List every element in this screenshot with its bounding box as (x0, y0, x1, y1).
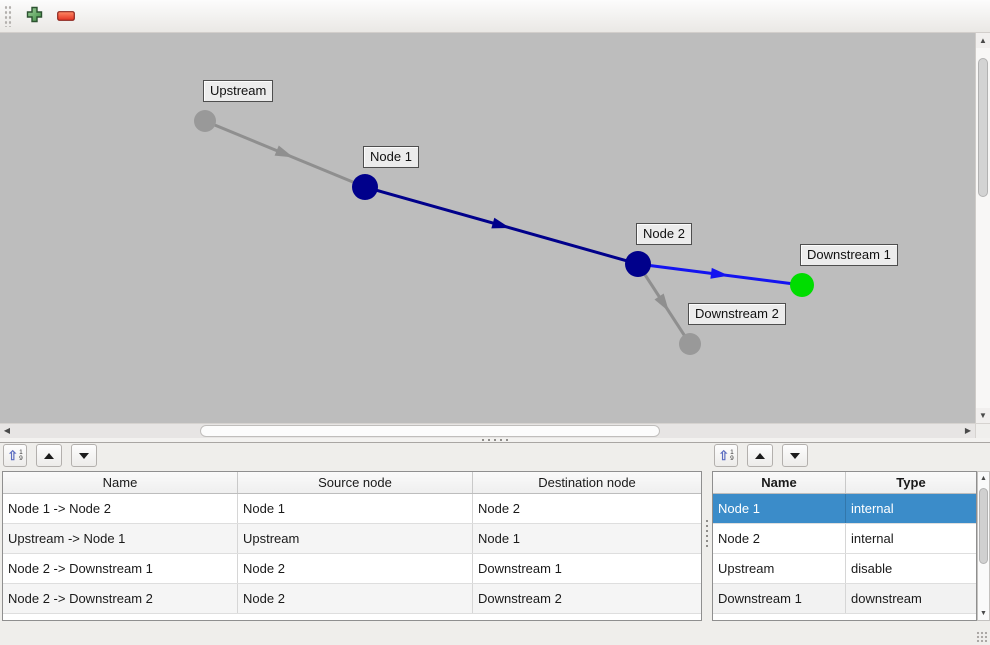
table-cell: Downstream 1 (478, 561, 562, 576)
edge-arrow-icon (654, 293, 669, 312)
column-header-source-node[interactable]: Source node (238, 472, 473, 493)
node-label[interactable]: Node 2 (636, 223, 692, 245)
vertical-splitter[interactable] (703, 444, 711, 622)
node-table-header: Name Type (713, 472, 976, 494)
node-table-row[interactable]: Downstream 1 downstream (713, 584, 976, 614)
edge-arrow-icon (274, 145, 294, 158)
canvas-vertical-scrollbar[interactable]: ▲ ▼ (975, 33, 990, 423)
table-cell: internal (851, 531, 894, 546)
plus-icon (26, 6, 43, 26)
move-up-button[interactable] (747, 444, 773, 467)
table-cell: Node 2 -> Downstream 1 (3, 554, 238, 583)
horizontal-splitter[interactable] (0, 438, 990, 443)
column-header-type[interactable]: Type (896, 475, 926, 490)
node-label[interactable]: Node 1 (363, 146, 419, 168)
table-cell: Node 1 -> Node 2 (3, 494, 238, 523)
scroll-down-arrow-icon[interactable]: ▼ (980, 610, 987, 617)
move-down-icon (79, 452, 89, 459)
table-cell: Node 1 (238, 494, 473, 523)
table-cell: Node 2 (238, 584, 473, 613)
scroll-up-arrow-icon[interactable]: ▲ (980, 475, 987, 482)
status-bar (0, 622, 990, 645)
move-up-icon (44, 452, 54, 459)
graph-svg (194, 110, 814, 355)
main-toolbar (0, 0, 990, 33)
move-up-icon (755, 452, 765, 459)
window-resize-grip[interactable] (976, 631, 987, 642)
table-cell: disable (851, 561, 893, 576)
graph-node[interactable] (679, 333, 701, 355)
node-table-row[interactable]: Node 2 internal (713, 524, 976, 554)
table-cell: Downstream 2 (478, 591, 562, 606)
table-cell: Node 2 -> Downstream 2 (3, 584, 238, 613)
node-table-row[interactable]: Node 1 internal (713, 494, 976, 524)
graph-node[interactable] (625, 251, 651, 277)
edge-table: Name Source node Destination node Node 1… (2, 471, 702, 621)
table-cell: Node 1 (478, 531, 520, 546)
graph-node[interactable] (194, 110, 216, 132)
node-table-row[interactable]: Upstream disable (713, 554, 976, 584)
horizontal-scrollbar-thumb[interactable] (200, 425, 660, 437)
column-header-name[interactable]: Name (713, 472, 846, 493)
table-cell: downstream (851, 591, 922, 606)
table-cell: Node 2 (478, 501, 520, 516)
column-header-destination-node[interactable]: Destination node (538, 475, 636, 490)
node-label[interactable]: Downstream 1 (800, 244, 898, 266)
move-down-button[interactable] (71, 444, 97, 467)
scroll-left-arrow-icon[interactable]: ◀ (3, 426, 11, 435)
remove-node-button[interactable] (56, 6, 76, 26)
node-label[interactable]: Downstream 2 (688, 303, 786, 325)
scroll-down-arrow-icon[interactable]: ▼ (976, 408, 990, 423)
move-up-button[interactable] (36, 444, 62, 467)
table-cell: Downstream 1 (713, 584, 846, 613)
scroll-up-arrow-icon[interactable]: ▲ (976, 33, 990, 48)
node-table-scrollbar-thumb[interactable] (979, 488, 988, 564)
scrollbar-corner (975, 423, 990, 438)
edge-arrow-icon (710, 267, 729, 279)
node-label[interactable]: Upstream (203, 80, 274, 102)
scroll-right-arrow-icon[interactable]: ▶ (964, 426, 972, 435)
graph-node[interactable] (352, 174, 378, 200)
node-table-scrollbar[interactable]: ▲ ▼ (977, 471, 990, 621)
toolbar-drag-handle[interactable] (4, 5, 12, 27)
move-down-button[interactable] (782, 444, 808, 467)
edge-arrow-icon (491, 217, 511, 229)
table-cell: Node 2 (713, 524, 846, 553)
column-header-name[interactable]: Name (3, 472, 238, 493)
table-cell: Upstream -> Node 1 (3, 524, 238, 553)
graph-node[interactable] (790, 273, 814, 297)
table-cell: Node 2 (238, 554, 473, 583)
add-node-button[interactable] (24, 6, 44, 26)
minus-icon (57, 9, 75, 24)
table-cell: Upstream (713, 554, 846, 583)
table-cell: Node 1 (713, 494, 846, 523)
move-down-icon (790, 452, 800, 459)
vertical-scrollbar-thumb[interactable] (978, 58, 988, 197)
edge-table-header: Name Source node Destination node (3, 472, 701, 494)
table-cell: Upstream (238, 524, 473, 553)
table-cell: internal (851, 501, 894, 516)
canvas-horizontal-scrollbar[interactable]: ◀ ▶ (0, 423, 975, 438)
